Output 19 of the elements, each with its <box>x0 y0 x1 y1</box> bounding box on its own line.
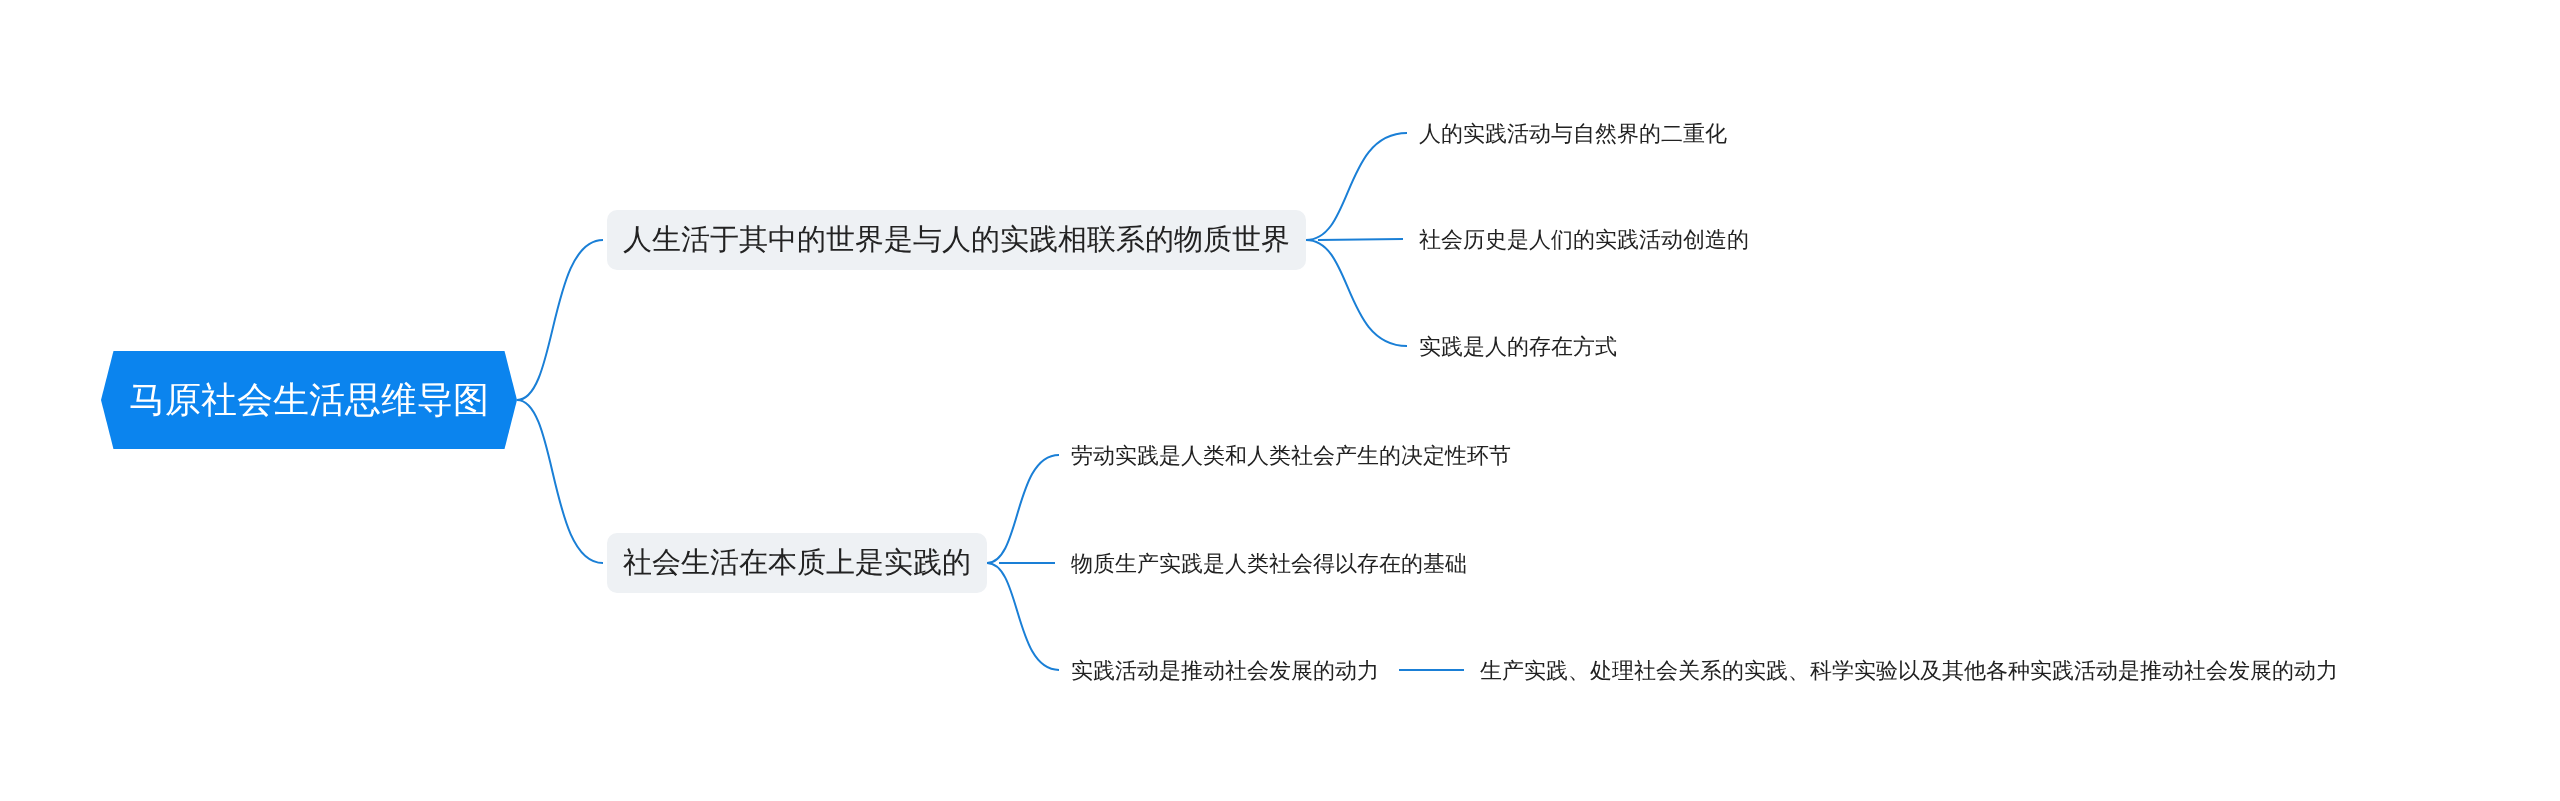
connector-line <box>998 562 1056 564</box>
topic-text: 实践活动是推动社会发展的动力 <box>1071 656 1379 685</box>
topic-text: 生产实践、处理社会关系的实践、科学实验以及其他各种实践活动是推动社会发展的动力 <box>1480 656 2338 685</box>
topic-text: 劳动实践是人类和人类社会产生的决定性环节 <box>1071 441 1511 470</box>
topic-text: 人的实践活动与自然界的二重化 <box>1419 119 1727 148</box>
connector-line <box>986 562 1060 671</box>
topic-text: 物质生产实践是人类社会得以存在的基础 <box>1071 549 1467 578</box>
main-topic <box>607 210 1306 270</box>
topic-text: 马原社会生活思维导图 <box>129 378 489 422</box>
topic-text: 人生活于其中的世界是与人的实践相联系的物质世界 <box>623 222 1290 258</box>
topic-text: 实践是人的存在方式 <box>1419 332 1617 361</box>
connector-line <box>1305 239 1408 347</box>
topic-text: 社会生活在本质上是实践的 <box>623 545 971 581</box>
connector-line <box>1398 669 1465 671</box>
main-topic <box>607 533 987 593</box>
central-topic <box>101 351 517 449</box>
connector-line <box>516 399 604 564</box>
topic-text: 社会历史是人们的实践活动创造的 <box>1419 225 1749 254</box>
connector-line <box>1317 238 1404 241</box>
